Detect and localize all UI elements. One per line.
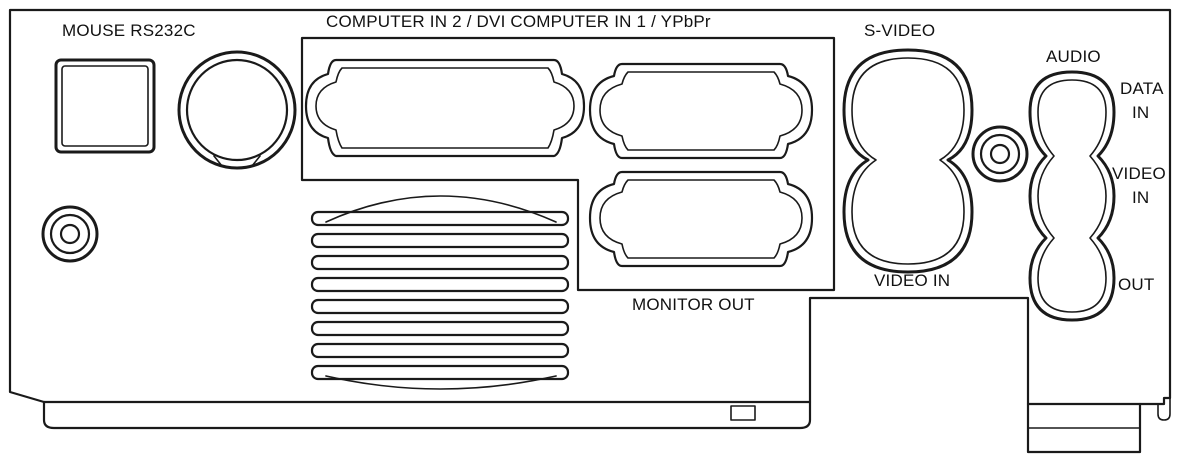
label-mouse-rs232c: MOUSE RS232C xyxy=(62,21,196,40)
mouse-port xyxy=(54,58,156,154)
vent-slot xyxy=(310,342,570,359)
vent-slot xyxy=(310,254,570,271)
label-video-in-line1: VIDEO xyxy=(1112,164,1166,183)
label-monitor-out: MONITOR OUT xyxy=(632,295,755,314)
vent-grille xyxy=(310,195,570,390)
label-s-video: S-VIDEO xyxy=(864,21,936,40)
middle-round-jack-center xyxy=(989,143,1011,165)
rs232c-port-inner xyxy=(185,58,289,162)
base-tab xyxy=(730,405,756,421)
vent-slot xyxy=(310,210,570,227)
dvi-port-inner xyxy=(315,67,575,149)
monitor-out-port xyxy=(588,170,814,268)
left-round-jack-mid xyxy=(49,213,91,255)
fan-outline xyxy=(325,195,557,390)
label-out: OUT xyxy=(1118,275,1155,294)
computer-in-1-port xyxy=(588,62,814,160)
right-hook xyxy=(1157,397,1171,421)
label-audio: AUDIO xyxy=(1046,47,1101,66)
middle-round-jack xyxy=(971,125,1029,183)
vent-slot xyxy=(310,320,570,337)
rs232c-port xyxy=(177,50,297,170)
vent-slot xyxy=(310,364,570,381)
left-round-jack-center xyxy=(59,223,81,245)
middle-round-jack-mid xyxy=(979,133,1021,175)
mouse-port-inner xyxy=(61,65,149,147)
audio-housing-inner xyxy=(1037,79,1107,313)
vent-slot xyxy=(310,298,570,315)
chassis-base xyxy=(42,400,812,430)
s-video-video-in-housing-inner xyxy=(851,57,965,265)
label-data-in-line2: IN xyxy=(1132,103,1150,122)
audio-housing xyxy=(1028,70,1116,322)
label-computer-inputs: COMPUTER IN 2 / DVI COMPUTER IN 1 / YPbP… xyxy=(326,12,711,31)
label-video-in-line2: IN xyxy=(1132,188,1150,207)
label-video-in: VIDEO IN xyxy=(874,271,951,290)
rs232c-notch xyxy=(213,155,261,167)
vent-slot xyxy=(310,276,570,293)
s-video-video-in-housing xyxy=(842,48,974,274)
dvi-port xyxy=(304,58,586,158)
left-round-jack xyxy=(41,205,99,263)
monitor-out-port-inner xyxy=(599,179,803,259)
computer-in-1-port-inner xyxy=(599,71,803,151)
computer-input-frame xyxy=(300,36,836,292)
vent-slot xyxy=(310,232,570,249)
label-data-in-line1: DATA xyxy=(1120,79,1164,98)
chassis-outline xyxy=(8,8,1172,406)
